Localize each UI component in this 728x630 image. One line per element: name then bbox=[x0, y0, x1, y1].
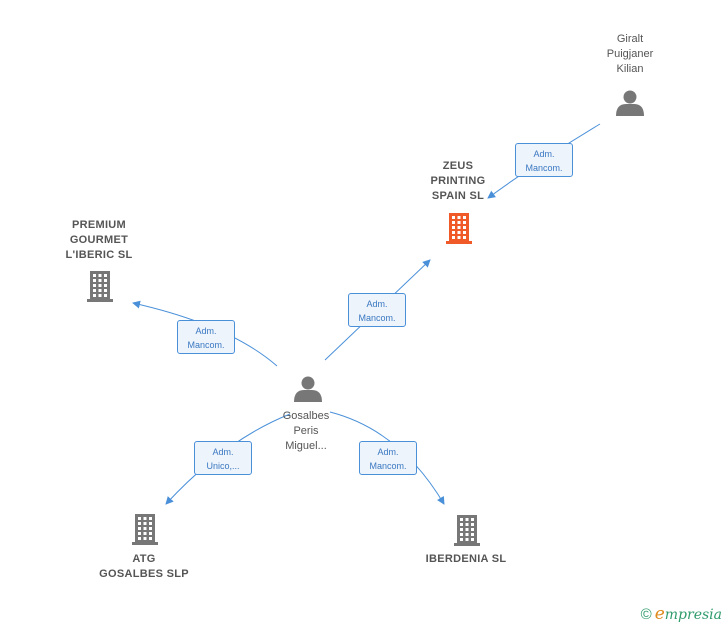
building-icon[interactable] bbox=[446, 213, 472, 244]
person-icon[interactable] bbox=[616, 90, 644, 117]
empresia-logo[interactable]: ©empresia bbox=[641, 604, 722, 624]
building-icon[interactable] bbox=[87, 271, 113, 302]
node-label-zeus[interactable]: ZEUS PRINTING SPAIN SL bbox=[430, 160, 486, 202]
edge-label-gosalbes-zeus: Adm. Mancom. bbox=[348, 293, 406, 327]
person-icon[interactable] bbox=[294, 376, 322, 403]
node-label-gosalbes[interactable]: Gosalbes Peris Miguel... bbox=[282, 410, 330, 452]
edge-label-gosalbes-premium: Adm. Mancom. bbox=[177, 320, 235, 354]
edge-label-gosalbes-iberdenia: Adm. Mancom. bbox=[359, 441, 417, 475]
node-label-iberdenia[interactable]: IBERDENIA SL bbox=[425, 553, 507, 565]
brand-initial: e bbox=[654, 604, 665, 624]
building-icon[interactable] bbox=[132, 514, 158, 545]
node-label-premium[interactable]: PREMIUM GOURMET L'IBERIC SL bbox=[65, 219, 133, 261]
copyright-icon: © bbox=[640, 606, 652, 623]
node-label-giralt[interactable]: Giralt Puigjaner Kilian bbox=[606, 33, 654, 75]
edge-label-gosalbes-atg: Adm. Unico,... bbox=[194, 441, 252, 475]
brand-name: mpresia bbox=[664, 607, 722, 623]
node-label-atg[interactable]: ATG GOSALBES SLP bbox=[99, 553, 189, 580]
edge-label-giralt-zeus: Adm. Mancom. bbox=[515, 143, 573, 177]
building-icon[interactable] bbox=[454, 515, 480, 546]
